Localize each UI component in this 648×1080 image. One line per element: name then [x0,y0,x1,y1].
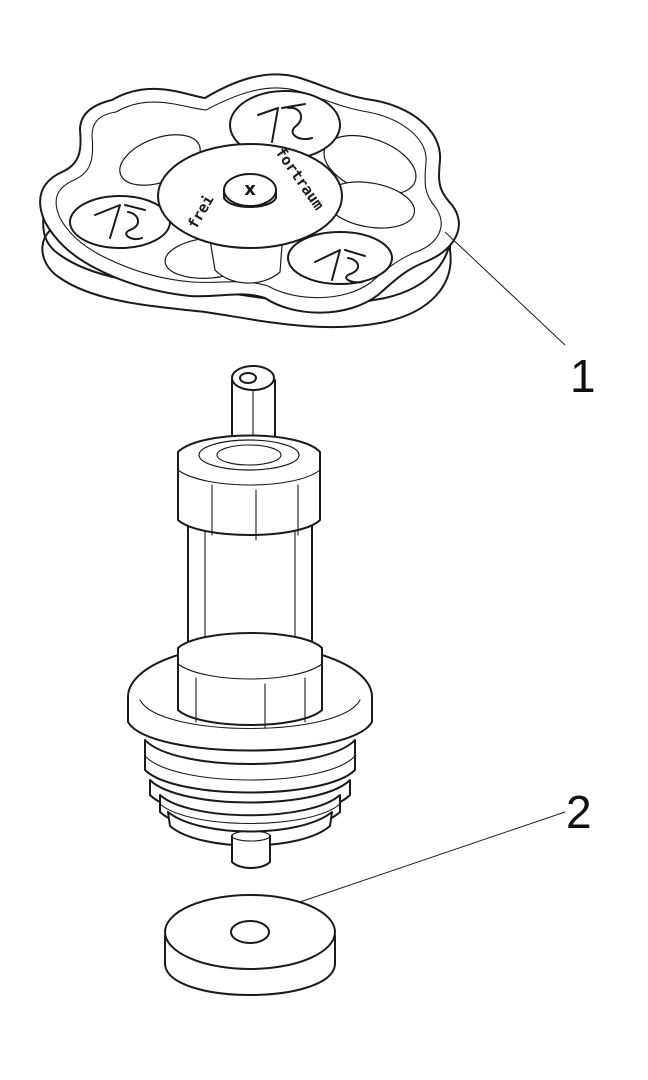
logo-medallion [69,195,171,249]
washer [164,894,336,996]
handwheel: x frei fortraum [39,73,460,329]
callout-2: 2 [566,786,592,838]
callout-1: 1 [570,350,596,402]
valve-headpiece [127,365,373,869]
leader-line-1 [444,231,566,346]
leader-line-2 [299,811,566,903]
logo-medallion [287,231,393,285]
center-cap: x frei fortraum [157,143,343,249]
cap-mark: x [244,179,256,200]
